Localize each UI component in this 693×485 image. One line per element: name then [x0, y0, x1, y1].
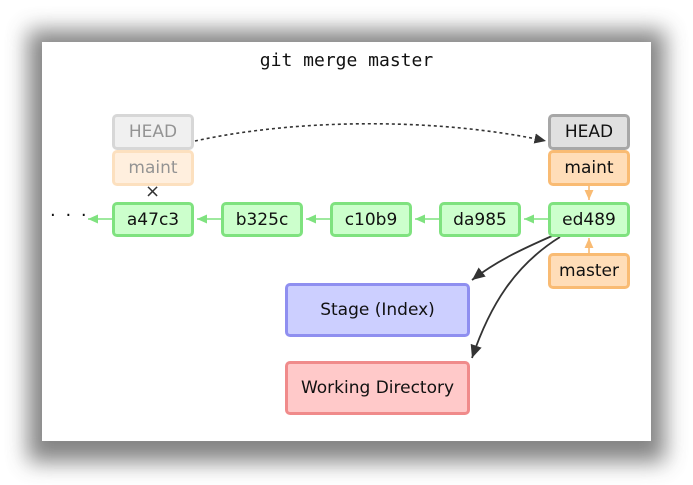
- maint-ref: maint: [548, 150, 630, 186]
- commit-node: da985: [439, 202, 521, 237]
- commit-node: ed489: [548, 202, 630, 237]
- old-maint-ref: maint: [112, 150, 194, 186]
- head-ref: HEAD: [548, 114, 630, 150]
- stage-index-box: Stage (Index): [285, 283, 470, 337]
- master-ref: master: [548, 253, 630, 289]
- history-ellipsis: · · ·: [50, 205, 89, 226]
- stage-arrow: [471, 235, 553, 281]
- working-arrow: [470, 236, 561, 359]
- commit-node: a47c3: [112, 202, 194, 237]
- head-move-arrow: [194, 122, 547, 144]
- old-head-ref: HEAD: [112, 114, 194, 150]
- removed-marker: ×: [145, 181, 161, 202]
- commit-node: b325c: [221, 202, 303, 237]
- commit-node: c10b9: [330, 202, 412, 237]
- working-directory-box: Working Directory: [285, 361, 470, 415]
- diagram-title: git merge master: [259, 50, 434, 71]
